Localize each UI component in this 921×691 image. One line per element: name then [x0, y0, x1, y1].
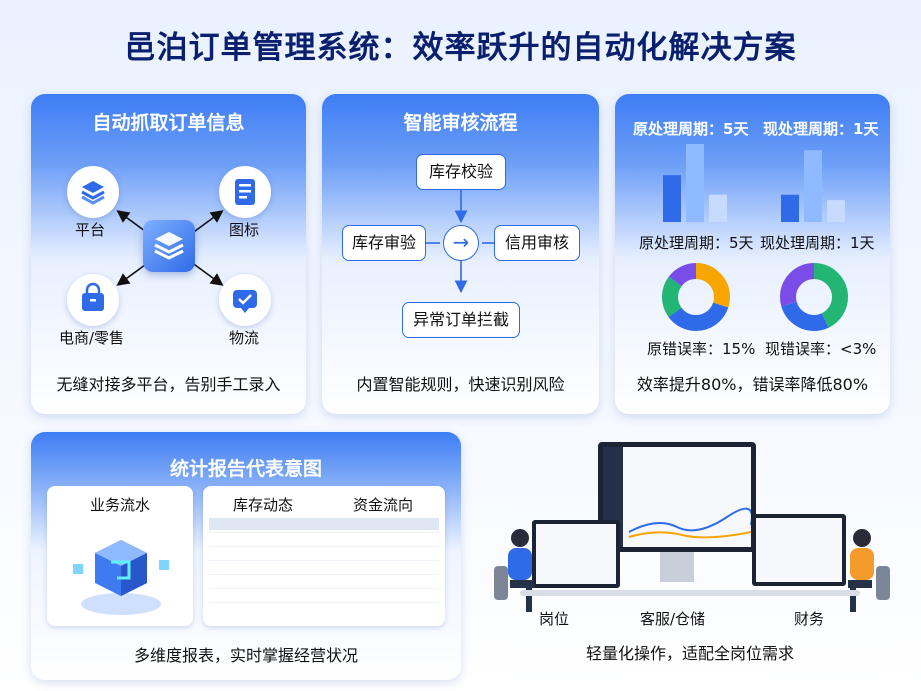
workstation-illustration: 岗位 客服/仓储 财务 轻量化操作，适配全岗位需求	[480, 440, 900, 680]
node-label-platform: 平台	[75, 221, 106, 239]
cube-icon	[73, 540, 169, 615]
flow-arrows	[426, 190, 494, 294]
panel-caption: 多维度报表，实时掌握经营状况	[133, 646, 358, 665]
old-cycle-label: 原处理周期：5天	[639, 234, 754, 252]
panel-title: 智能审核流程	[403, 112, 518, 134]
left-monitor	[532, 520, 620, 588]
step-inventory-audit: 库存审验	[342, 225, 426, 261]
card-header-funds: 资金流向	[353, 496, 414, 514]
cycle-bar-chart	[663, 144, 845, 222]
cycle-bar	[686, 144, 704, 222]
panel-caption: 轻量化操作，适配全岗位需求	[585, 644, 794, 663]
shopping-bag-icon	[67, 274, 119, 326]
new-cycle-label: 现处理周期：1天	[760, 234, 875, 252]
cycle-bar	[709, 194, 727, 222]
right-worker-icon	[848, 529, 890, 612]
left-worker-icon	[494, 529, 534, 612]
panel-title: 自动抓取订单信息	[92, 112, 245, 134]
smart-review-panel: 智能审核流程 库存校验 库存审验 → 信用审核 异常订单拦截 内置智能规则，快速…	[322, 94, 599, 414]
cycle-bar	[804, 150, 822, 222]
old-error-label: 原错误率：15%	[647, 340, 756, 358]
step-abnormal-intercept: 异常订单拦截	[402, 302, 520, 338]
efficiency-panel: 原处理周期：5天 现处理周期：1天 原处理周期：5天 现处理周期：1天 原错误率…	[615, 94, 890, 414]
old-error-donut	[662, 263, 730, 331]
auto-capture-panel: 自动抓取订单信息 平台 图标 电商/零售 物流 无缝对接多平台，告别手工录入	[31, 94, 306, 414]
role-label-service: 客服/仓储	[640, 610, 706, 628]
cycle-bar	[827, 200, 845, 222]
card-header-inventory: 库存动态	[233, 496, 294, 514]
center-monitor-stand	[660, 552, 694, 582]
mini-table	[209, 518, 439, 616]
center-monitor	[598, 442, 756, 552]
card-header: 业务流水	[89, 496, 150, 514]
new-error-donut	[780, 263, 848, 331]
arrow-right-icon: →	[443, 225, 479, 261]
page-title: 邑泊订单管理系统：效率跃升的自动化解决方案	[124, 30, 797, 66]
report-panel: 统计报告代表意图 业务流水 库存动态 资金流向 多维度报表，实时掌握经营状况	[31, 432, 461, 680]
old-cycle-title: 原处理周期：5天	[633, 120, 749, 138]
step-inventory-check: 库存校验	[416, 154, 506, 190]
business-flow-card: 业务流水	[47, 486, 193, 626]
node-label-chart: 图标	[229, 221, 260, 239]
new-cycle-title: 现处理周期：1天	[763, 120, 879, 138]
central-layers-icon	[143, 220, 195, 272]
cycle-bar	[781, 194, 799, 222]
cycle-bar	[663, 175, 681, 222]
chart-doc-icon	[219, 166, 271, 218]
right-monitor	[752, 514, 846, 586]
desk	[520, 590, 860, 596]
panel-caption: 内置智能规则，快速识别风险	[356, 375, 565, 394]
platform-icon	[67, 166, 119, 218]
role-label-post: 岗位	[539, 610, 570, 628]
panel-caption: 无缝对接多平台，告别手工录入	[56, 375, 281, 394]
node-label-logistics: 物流	[229, 329, 260, 347]
new-error-label: 现错误率：<3%	[765, 340, 877, 358]
node-label-ecommerce: 电商/零售	[59, 329, 125, 347]
panel-caption: 效率提升80%，错误率降低80%	[636, 375, 869, 394]
stats-table-card: 库存动态 资金流向	[203, 486, 445, 626]
role-label-finance: 财务	[794, 610, 825, 628]
step-credit-review: 信用审核	[494, 225, 580, 261]
mini-table-header	[209, 518, 439, 530]
logistics-icon	[219, 274, 271, 326]
panel-title: 统计报告代表意图	[169, 458, 322, 480]
